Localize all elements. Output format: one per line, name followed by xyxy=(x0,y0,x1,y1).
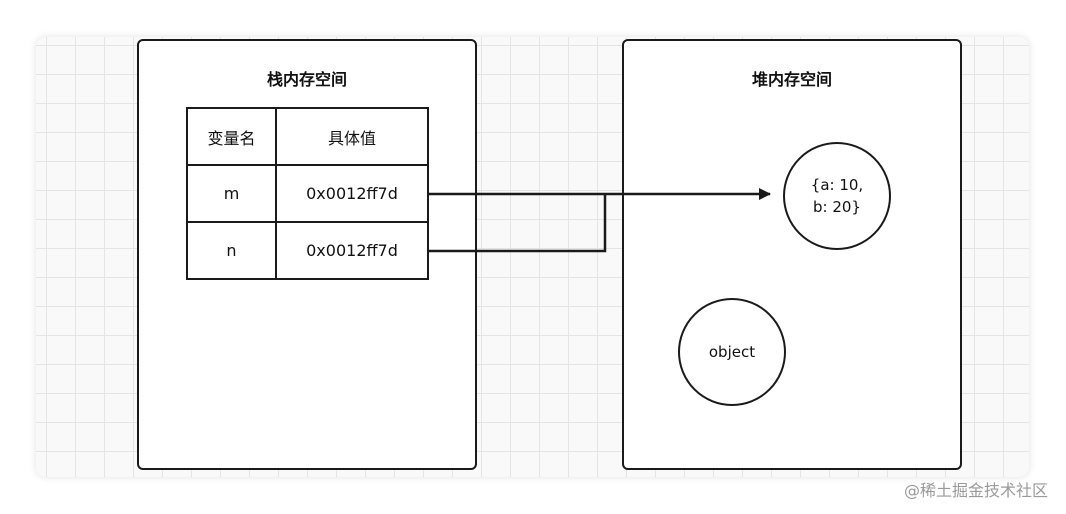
heap-object-ab-line2: b: 20} xyxy=(813,198,861,216)
table-row-m-name: m xyxy=(186,164,277,223)
stack-memory-title: 栈内存空间 xyxy=(266,70,347,89)
heap-object: object xyxy=(678,298,786,406)
table-row-n-value: 0x0012ff7d xyxy=(275,221,429,280)
heap-memory-panel: 堆内存空间 xyxy=(622,39,962,470)
heap-object-ab: {a: 10, b: 20} xyxy=(783,142,891,250)
table-row-m-value: 0x0012ff7d xyxy=(275,164,429,223)
watermark: @稀土掘金技术社区 xyxy=(903,481,1048,500)
heap-object-label: object xyxy=(708,343,756,361)
heap-memory-title: 堆内存空间 xyxy=(751,70,832,89)
table-header-value: 具体值 xyxy=(275,107,429,166)
table-header-name: 变量名 xyxy=(186,107,277,166)
heap-object-ab-line1: {a: 10, xyxy=(810,176,864,194)
table-row-n-name: n xyxy=(186,221,277,280)
